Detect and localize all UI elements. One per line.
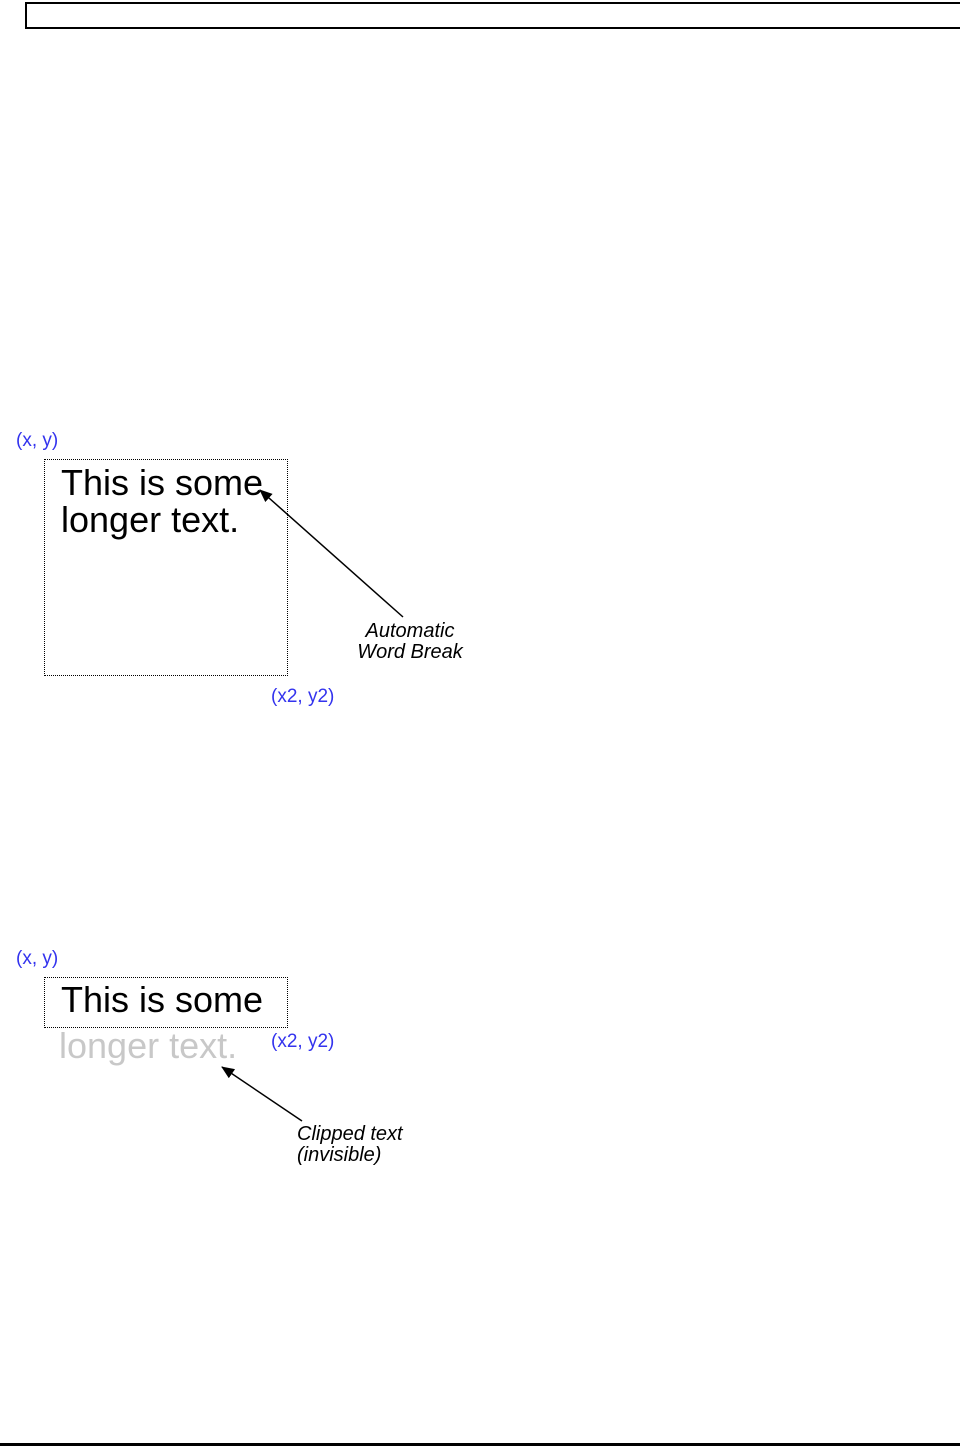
clipped-text-arrow — [221, 1066, 303, 1122]
text-bounding-box — [44, 977, 288, 1028]
annotation-clipped-text: Clipped text (invisible) — [297, 1124, 437, 1166]
annotation-automatic-word-break: Automatic Word Break — [345, 621, 475, 663]
coord-label-bottom-right: (x2, y2) — [271, 686, 335, 707]
coord-label-bottom-right: (x2, y2) — [271, 1031, 335, 1052]
page-bottom-rule — [0, 1443, 960, 1446]
word-break-arrow — [259, 489, 404, 618]
annotation-line1: Clipped text — [297, 1123, 403, 1145]
coord-label-top-left: (x, y) — [16, 948, 59, 969]
sample-text-line2: longer text. — [61, 499, 240, 540]
sample-text: This is some longer text. — [61, 464, 263, 538]
annotation-line2: Word Break — [357, 641, 463, 663]
clipped-invisible-text: longer text. — [59, 1025, 238, 1066]
coord-label-top-left: (x, y) — [16, 430, 59, 451]
header-box — [25, 2, 960, 29]
annotation-line1: Automatic — [365, 620, 455, 642]
sample-text: This is some — [61, 979, 264, 1020]
annotation-line2: (invisible) — [297, 1144, 382, 1166]
text-bounding-box — [44, 459, 288, 676]
sample-text-line1: This is some — [61, 462, 264, 503]
